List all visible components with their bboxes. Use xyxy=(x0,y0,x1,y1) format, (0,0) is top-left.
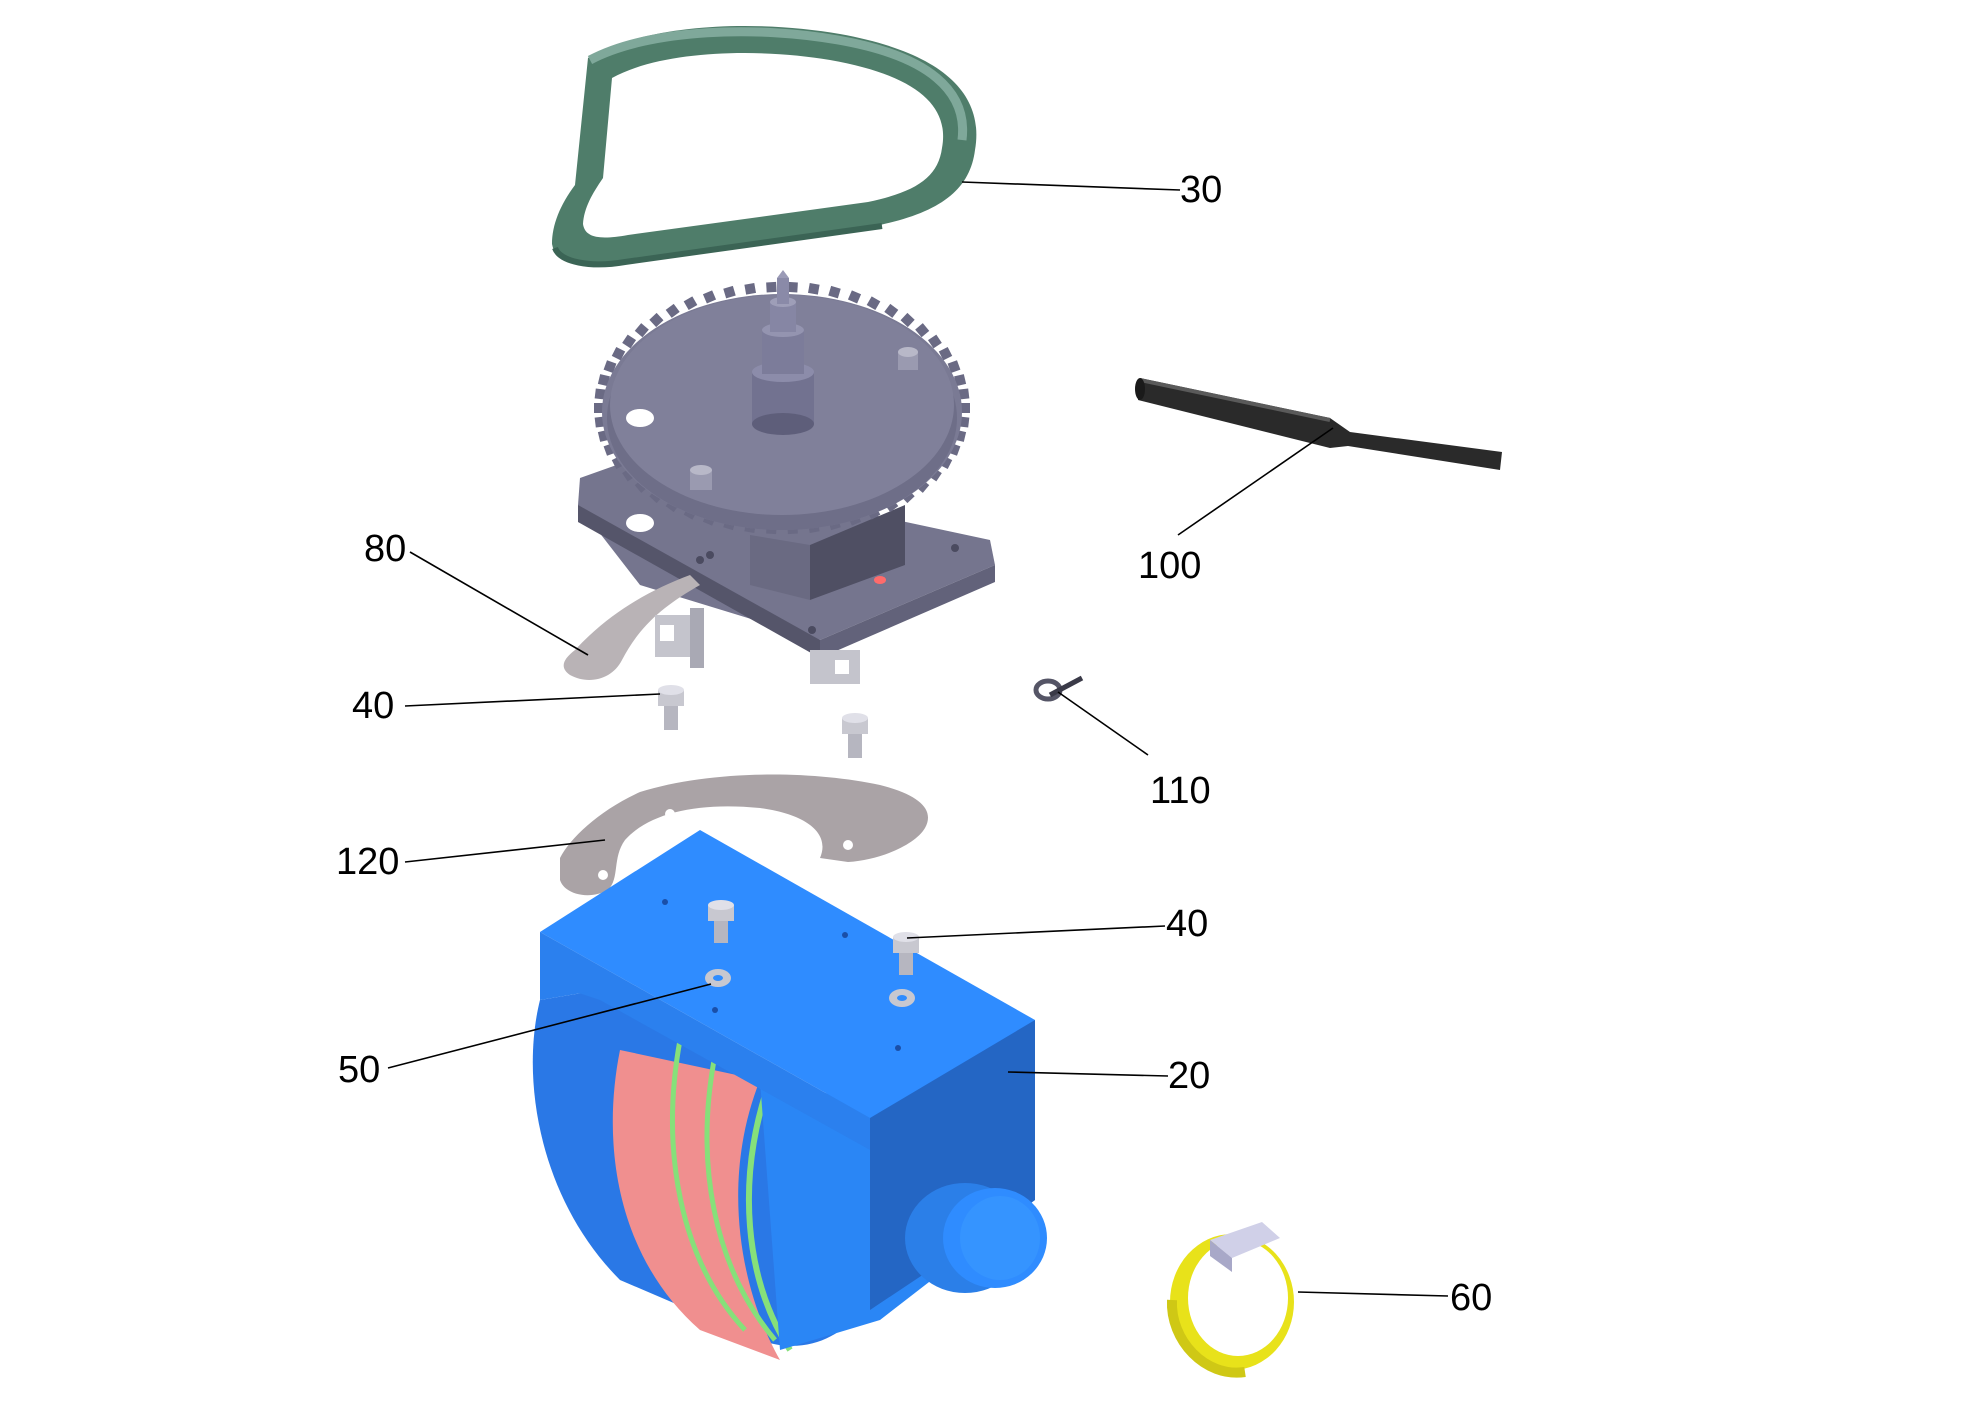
callout-labels: 30 100 80 40 110 120 40 50 20 60 xyxy=(336,169,1492,1319)
gear-tooth xyxy=(927,334,942,349)
gear-tooth xyxy=(622,334,637,349)
gear-tooth xyxy=(808,283,820,295)
gear-tooth xyxy=(683,296,698,311)
callout-100: 100 xyxy=(1138,545,1201,587)
leader-30 xyxy=(961,181,1181,191)
leader-100 xyxy=(1177,427,1334,536)
gear-tooth xyxy=(665,303,680,318)
gear-tooth xyxy=(947,360,961,374)
leader-60 xyxy=(1297,1291,1449,1297)
gear-tooth xyxy=(915,323,930,338)
gear-tooth xyxy=(938,346,953,361)
gear-tooth xyxy=(597,374,610,387)
gear-icon xyxy=(578,270,995,658)
motor-housing-icon xyxy=(532,830,1047,1360)
gear-tooth xyxy=(866,296,881,311)
bracket-icon xyxy=(563,575,704,680)
leader-40a xyxy=(404,693,661,707)
leader-110 xyxy=(1057,691,1149,756)
gear-tooth xyxy=(634,323,649,338)
callout-40-right: 40 xyxy=(1166,903,1208,945)
gear-tooth xyxy=(960,403,970,413)
gear-tooth xyxy=(787,281,798,293)
callout-110: 110 xyxy=(1150,770,1211,812)
drive-belt-icon xyxy=(552,25,977,268)
washer-icon xyxy=(705,969,915,1007)
callout-30: 30 xyxy=(1180,169,1222,211)
leader-40b xyxy=(906,925,1166,939)
gear-tooth xyxy=(884,303,899,318)
leader-20 xyxy=(1007,1071,1169,1077)
callout-120: 120 xyxy=(336,841,399,883)
shrink-sleeve-icon xyxy=(1135,378,1502,470)
gear-tooth xyxy=(847,290,862,304)
leader-120 xyxy=(404,839,606,863)
callout-80: 80 xyxy=(364,528,406,570)
gear-tooth xyxy=(954,374,967,387)
gear-tooth xyxy=(702,290,717,304)
mount-tab-icon xyxy=(810,650,860,684)
callout-20: 20 xyxy=(1168,1055,1210,1097)
spring-clip-icon xyxy=(1033,675,1084,702)
hex-screw-icon xyxy=(658,685,868,758)
leader-lines xyxy=(387,181,1449,1297)
gear-tooth xyxy=(603,360,617,374)
callout-40-left: 40 xyxy=(352,685,394,727)
leader-80 xyxy=(409,551,589,656)
callout-60: 60 xyxy=(1450,1277,1492,1319)
gear-tooth xyxy=(958,388,970,400)
gear-tooth xyxy=(594,403,604,413)
gear-tooth xyxy=(723,285,736,299)
mounting-plate-icon xyxy=(560,774,928,896)
gear-tooth xyxy=(900,312,915,328)
gear-tooth xyxy=(744,283,756,295)
hex-screw-icon xyxy=(708,900,919,975)
gear-tooth xyxy=(649,312,664,328)
clamp-ring-icon xyxy=(1166,1222,1294,1378)
gear-tooth xyxy=(766,281,777,293)
gear-tooth xyxy=(828,285,841,299)
gear-tooth xyxy=(611,346,626,361)
leader-50 xyxy=(387,983,712,1069)
callout-50: 50 xyxy=(338,1049,380,1091)
gear-tooth xyxy=(594,388,606,400)
